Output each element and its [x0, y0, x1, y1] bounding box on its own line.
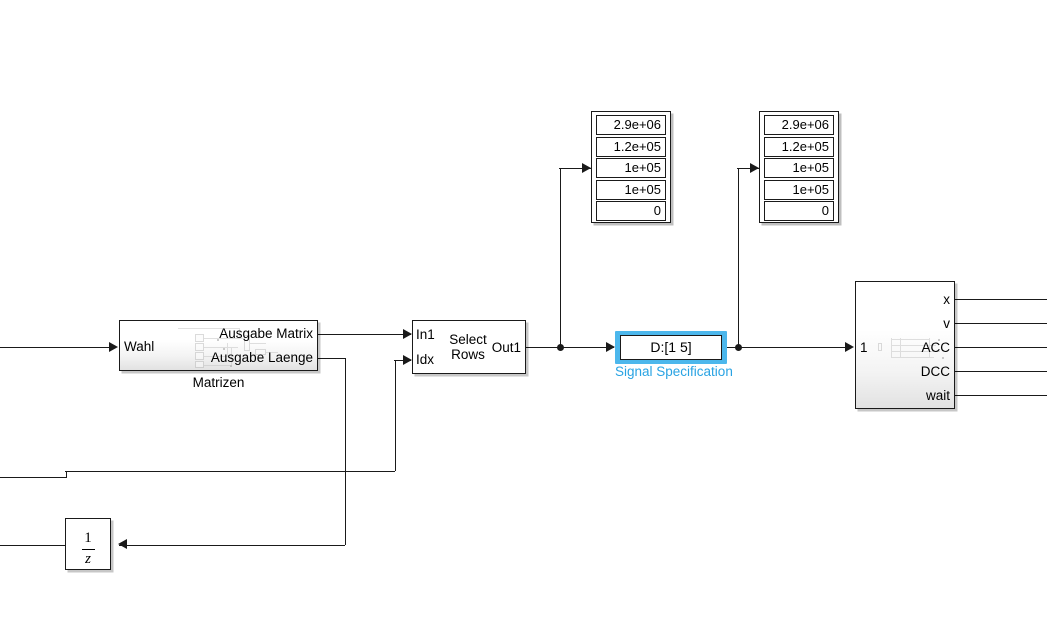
- wire-output-x[interactable]: [955, 299, 1047, 300]
- matrizen-block-name: Matrizen: [192, 375, 245, 390]
- arrow-wahl-input: [109, 341, 118, 352]
- display-cell: 1.2e+05: [596, 136, 666, 157]
- wire-into-wahl[interactable]: [0, 347, 110, 348]
- junction-sigspec-branch: [734, 343, 742, 351]
- select-rows-output-out1: Out1: [491, 340, 521, 355]
- wire-laenge-to-delay[interactable]: [119, 544, 345, 546]
- wire-output-v[interactable]: [955, 323, 1047, 324]
- wire-out1-to-sigspec[interactable]: [526, 347, 614, 348]
- right-subsystem-output-v: v: [943, 316, 950, 331]
- block-unit-delay[interactable]: [65, 518, 111, 570]
- arrow-sigspec-input: [606, 341, 615, 352]
- wire-matrix-to-in1[interactable]: [318, 334, 411, 335]
- display-cell: 1e+05: [596, 179, 666, 200]
- wire-branch-to-display2[interactable]: [737, 168, 739, 347]
- matrizen-output-label-laenge: Ausgabe Laenge: [210, 350, 313, 365]
- arrow-unit-delay-input: [118, 539, 127, 549]
- display-cell: 2.9e+06: [764, 115, 834, 135]
- right-subsystem-output-dcc: DCC: [920, 364, 950, 379]
- signal-spec-value: D:[1 5]: [650, 339, 692, 355]
- display-cell: 0: [764, 201, 834, 221]
- select-rows-input-in1: In1: [416, 327, 435, 342]
- wire-delay-output[interactable]: [0, 544, 65, 546]
- wire-output-acc[interactable]: [955, 347, 1047, 348]
- signal-spec-block-name: Signal Specification: [615, 364, 733, 379]
- display-cell: 2.9e+06: [596, 115, 666, 135]
- display-cell: 1.2e+05: [764, 136, 834, 157]
- wire-branch-to-display1[interactable]: [559, 168, 561, 347]
- matrizen-thumbnail: [168, 325, 293, 368]
- display-cell: 1e+05: [764, 158, 834, 178]
- display-cell: 1e+05: [596, 158, 666, 178]
- right-subsystem-output-x: x: [943, 292, 950, 307]
- arrow-in1-input: [403, 328, 412, 339]
- arrow-display1-input: [582, 162, 591, 173]
- matrizen-input-label: Wahl: [124, 339, 155, 354]
- wire-laenge-out[interactable]: [318, 358, 345, 359]
- wire-feedback-into-idx[interactable]: [394, 360, 411, 361]
- wire-output-wait[interactable]: [955, 395, 1047, 396]
- right-subsystem-thumbnail: [878, 336, 950, 362]
- display-block-1[interactable]: 2.9e+06 1.2e+05 1e+05 1e+05 0: [591, 111, 671, 223]
- block-signal-specification[interactable]: D:[1 5]: [620, 335, 722, 360]
- block-right-subsystem[interactable]: [855, 281, 955, 409]
- wire-output-dcc[interactable]: [955, 371, 1047, 372]
- display-cell: 1e+05: [764, 179, 834, 200]
- unit-delay-fraction-bar: [81, 548, 95, 550]
- junction-out1-branch: [556, 343, 564, 351]
- display-block-2[interactable]: 2.9e+06 1.2e+05 1e+05 1e+05 0: [759, 111, 839, 223]
- select-rows-input-idx: Idx: [416, 352, 435, 367]
- arrow-subsystem-input: [845, 341, 854, 352]
- arrow-display2-input: [750, 162, 759, 173]
- wire-feedback-lower[interactable]: [0, 477, 66, 478]
- block-matrizen[interactable]: [119, 320, 318, 371]
- display-cell: 0: [596, 201, 666, 221]
- wire-branch-into-display1[interactable]: [559, 168, 591, 169]
- matrizen-output-label-matrix: Ausgabe Matrix: [219, 326, 313, 341]
- wire-feedback-up-to-idx[interactable]: [394, 360, 396, 471]
- wire-sigspec-to-subsystem[interactable]: [726, 347, 848, 348]
- right-subsystem-output-acc: ACC: [921, 340, 950, 355]
- unit-delay-numerator: 1: [84, 530, 92, 546]
- wire-branch-into-display2[interactable]: [737, 168, 760, 169]
- wire-feedback-step[interactable]: [65, 471, 67, 478]
- unit-delay-expression: 1 z: [65, 531, 111, 567]
- right-subsystem-output-wait: wait: [925, 388, 950, 403]
- unit-delay-denominator: z: [85, 551, 91, 568]
- wire-laenge-down[interactable]: [344, 358, 346, 545]
- block-select-rows[interactable]: [412, 320, 526, 374]
- wire-feedback-upper[interactable]: [65, 471, 395, 472]
- select-rows-center-label: Select Rows: [449, 332, 487, 362]
- arrow-idx-input: [403, 354, 412, 365]
- right-subsystem-input-label: 1: [860, 340, 868, 355]
